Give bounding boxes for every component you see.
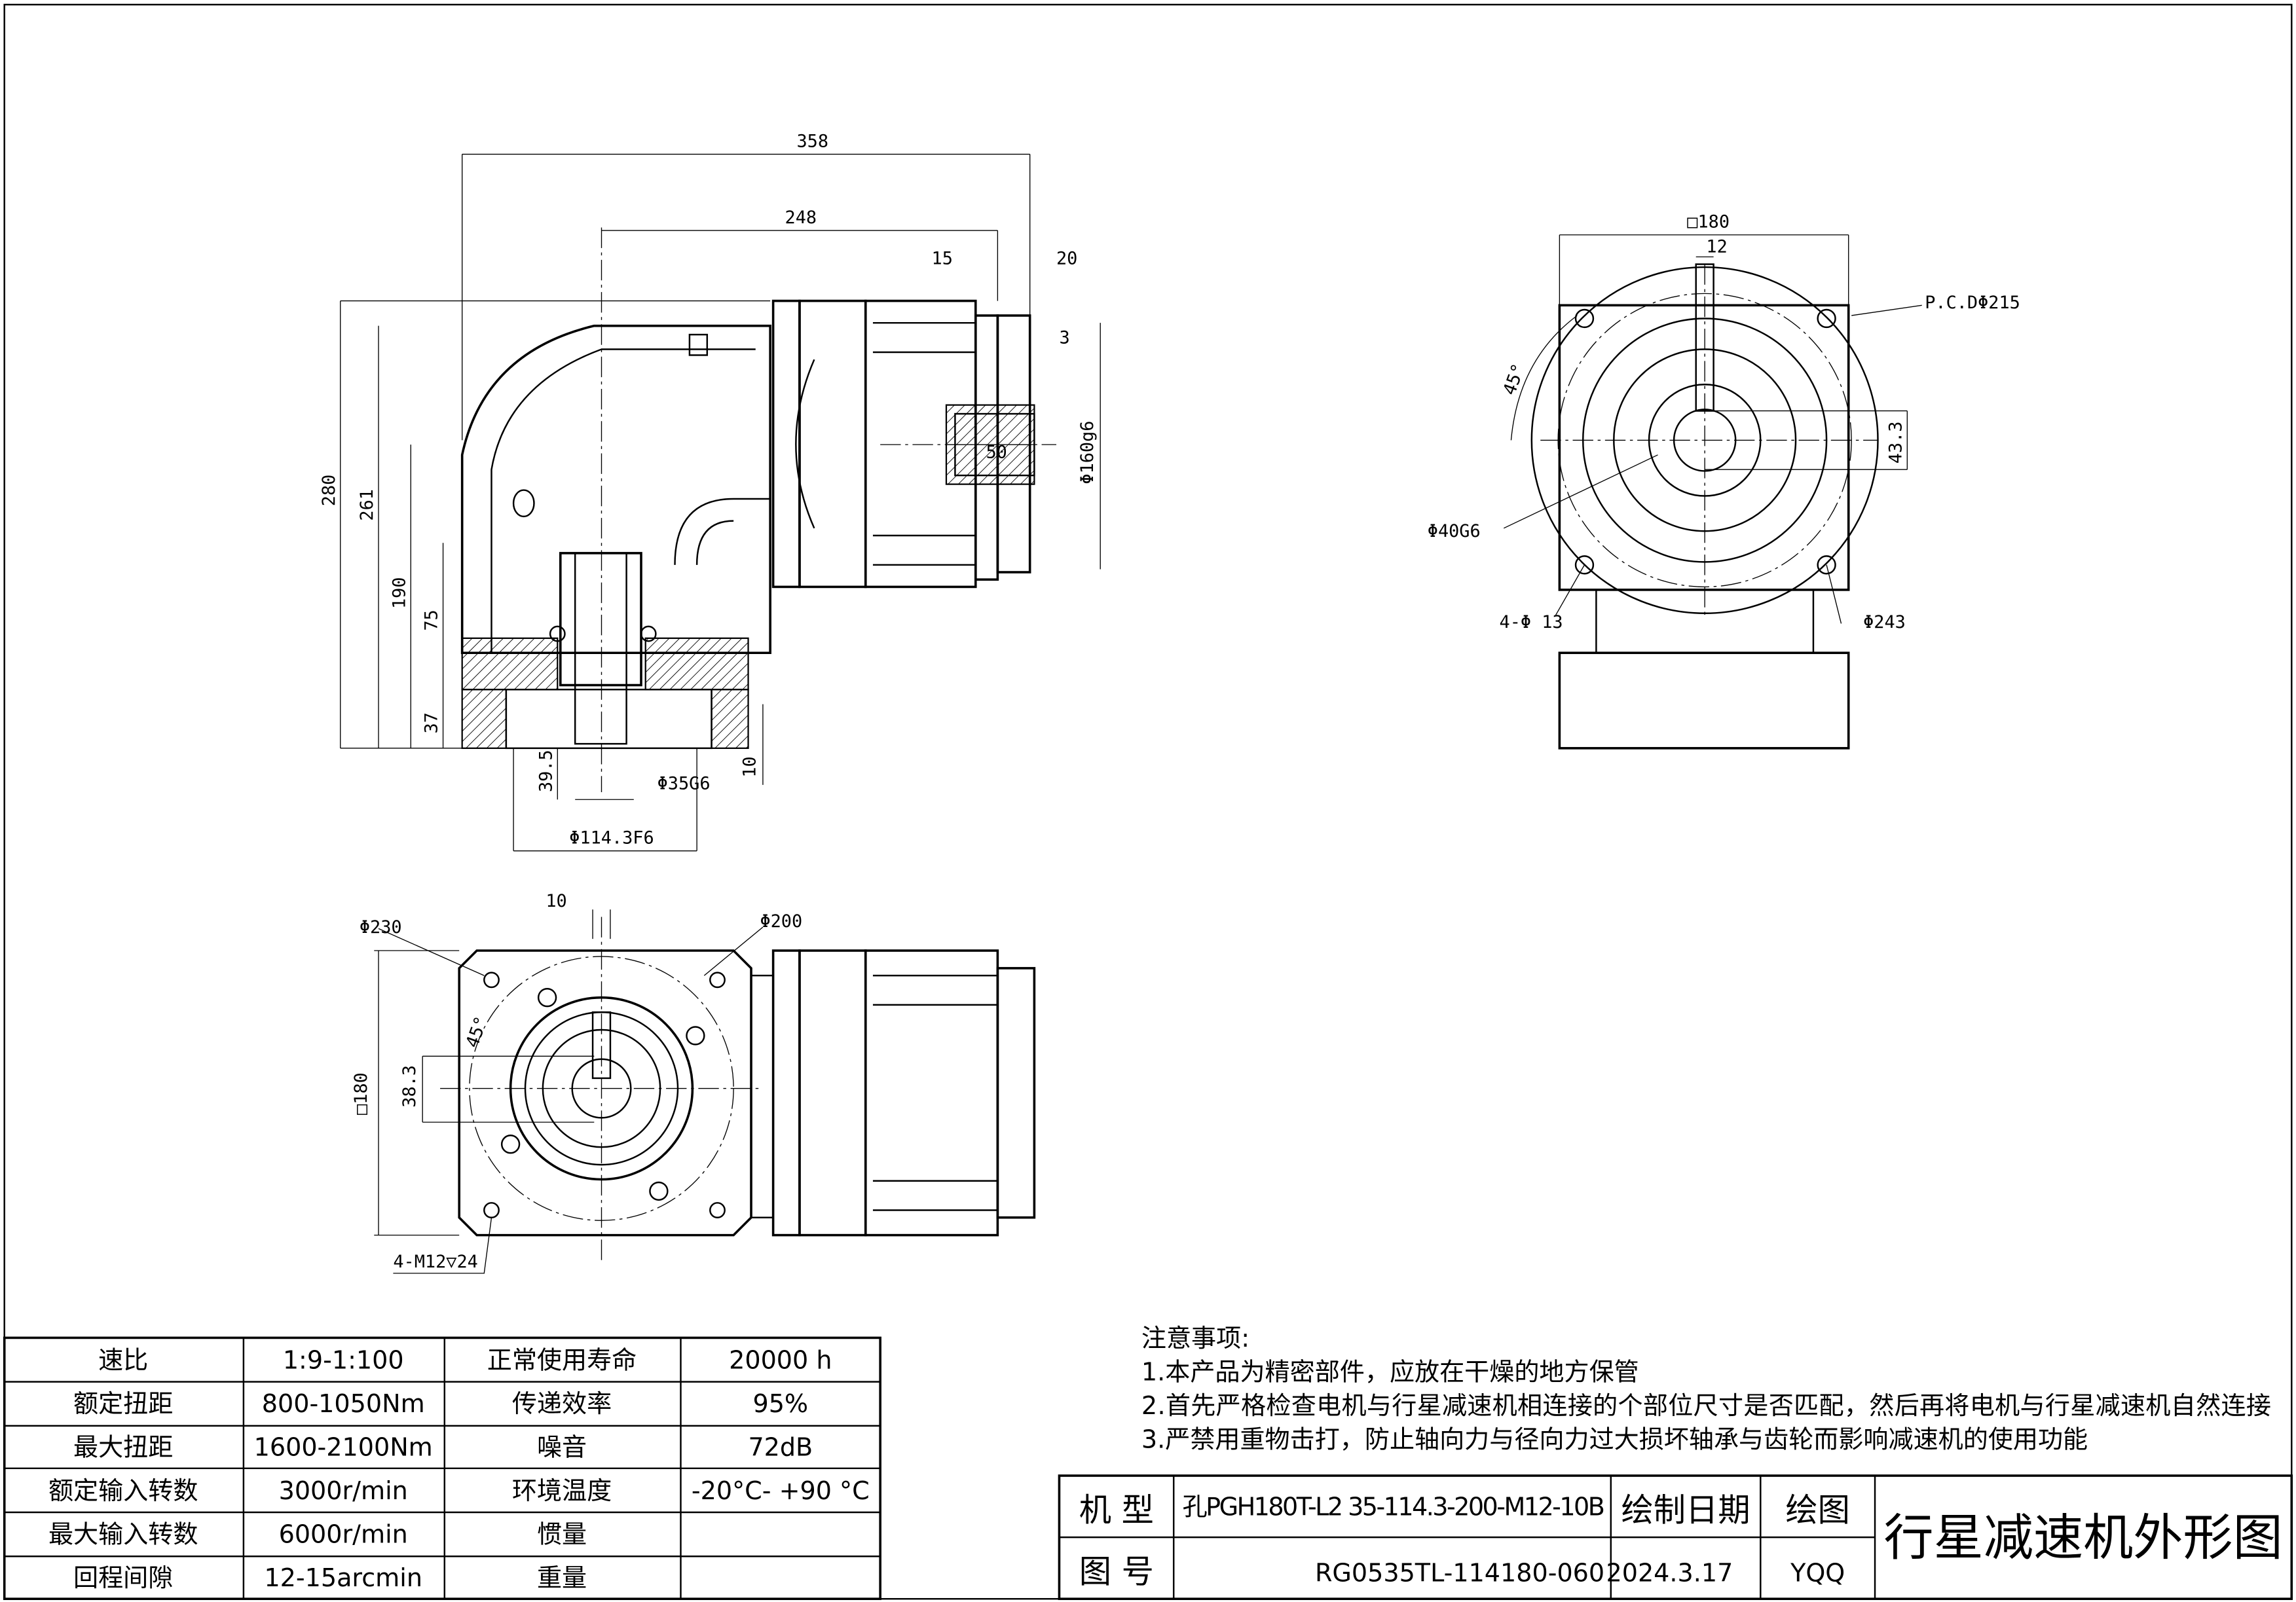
note-1: 1.本产品为精密部件，应放在干燥的地方保管 xyxy=(1141,1357,1639,1386)
dim-358: 358 xyxy=(796,131,828,151)
spec-value: 1600-2100Nm xyxy=(254,1433,433,1462)
dim-280: 280 xyxy=(319,475,339,507)
drawing-title: 行星减速机外形图 xyxy=(1884,1508,2283,1567)
date-value: 2024.3.17 xyxy=(1606,1558,1733,1587)
dim-75: 75 xyxy=(422,610,442,630)
spec-label: 速比 xyxy=(98,1345,148,1374)
dim-4-phi13: 4-Φ 13 xyxy=(1500,612,1563,632)
model-label: 机 型 xyxy=(1079,1491,1154,1529)
dim-38-3: 38.3 xyxy=(399,1065,420,1108)
bottom-view: 10 Φ230 Φ200 45° □180 38.3 4-M12▽24 xyxy=(351,891,1036,1274)
spec-label: 传递效率 xyxy=(512,1389,612,1418)
dim-square-180-bottom: □180 xyxy=(351,1072,371,1115)
notes-heading: 注意事项: xyxy=(1141,1324,1250,1353)
spec-value: 800-1050Nm xyxy=(262,1389,425,1418)
dim-phi160g6: Φ160g6 xyxy=(1077,421,1098,484)
dim-37: 37 xyxy=(422,712,442,733)
title-block: 机 型 孔PGH180T-L2 35-114.3-200-M12-10B 绘制日… xyxy=(1058,1474,2293,1600)
dim-190: 190 xyxy=(389,577,409,609)
dim-3: 3 xyxy=(1059,328,1069,348)
side-view: □180 12 P.C.DΦ215 45° 43.3 Φ40G6 4-Φ 13 … xyxy=(1428,212,2020,750)
housing-outline xyxy=(460,324,771,655)
dim-39-5: 39.5 xyxy=(536,750,556,792)
dim-10-bottom: 10 xyxy=(546,891,566,911)
dim-10: 10 xyxy=(740,756,760,777)
dim-square-180: □180 xyxy=(1687,212,1730,232)
spec-value: 20000 h xyxy=(729,1345,832,1374)
spec-value: 1:9-1:100 xyxy=(283,1345,404,1374)
spec-label: 额定扭距 xyxy=(73,1389,173,1418)
dim-45deg: 45° xyxy=(1499,361,1529,397)
spec-label: 最大输入转数 xyxy=(48,1520,198,1549)
spec-label: 正常使用寿命 xyxy=(487,1345,637,1374)
dim-phi243: Φ243 xyxy=(1863,612,1906,632)
dim-pcd-215: P.C.DΦ215 xyxy=(1925,293,2020,313)
spec-value: -20°C- +90 °C xyxy=(692,1476,870,1505)
model-value: 孔PGH180T-L2 35-114.3-200-M12-10B xyxy=(1183,1493,1605,1521)
dim-50: 50 xyxy=(986,442,1007,462)
spec-value: 12-15arcmin xyxy=(264,1563,422,1592)
spec-label: 惯量 xyxy=(537,1520,587,1549)
drawer-value: YQQ xyxy=(1790,1558,1845,1587)
spec-value: 3000r/min xyxy=(279,1476,408,1505)
drawing-no-label: 图 号 xyxy=(1079,1553,1154,1591)
dim-phi114-3f6: Φ114.3F6 xyxy=(569,828,654,848)
spec-value: 6000r/min xyxy=(279,1520,408,1549)
dim-248: 248 xyxy=(785,208,817,228)
dim-12: 12 xyxy=(1706,237,1727,257)
dim-20: 20 xyxy=(1056,249,1077,269)
note-2: 2.首先严格检查电机与行星减速机相连接的个部位尺寸是否匹配，然后再将电机与行星减… xyxy=(1141,1391,2271,1420)
spec-label: 重量 xyxy=(537,1563,587,1592)
dim-15: 15 xyxy=(932,249,953,269)
spec-label: 额定输入转数 xyxy=(48,1476,198,1505)
spec-label: 环境温度 xyxy=(512,1476,612,1505)
dim-43-3: 43.3 xyxy=(1885,422,1906,464)
dim-phi230: Φ230 xyxy=(360,917,402,938)
spec-value: 95% xyxy=(752,1389,808,1418)
spec-label: 最大扭距 xyxy=(73,1433,173,1462)
dim-phi200: Φ200 xyxy=(760,911,802,932)
date-label: 绘制日期 xyxy=(1621,1491,1750,1529)
spec-label: 噪音 xyxy=(537,1433,587,1462)
note-3: 3.严禁用重物击打，防止轴向力与径向力过大损坏轴承与齿轮而影响减速机的使用功能 xyxy=(1141,1425,2088,1453)
dim-261: 261 xyxy=(357,489,377,521)
notes: 注意事项: 1.本产品为精密部件，应放在干燥的地方保管 2.首先严格检查电机与行… xyxy=(1141,1324,2271,1454)
spec-value: 72dB xyxy=(748,1433,813,1462)
drawing-no-value: RG0535TL-114180-060 xyxy=(1315,1558,1604,1587)
dim-4-m12: 4-M12▽24 xyxy=(393,1252,477,1272)
front-view: 358 248 15 20 3 280 261 190 75 37 50 Φ16… xyxy=(319,131,1101,852)
dim-45deg-bottom: 45° xyxy=(462,1013,492,1050)
drawer-label: 绘图 xyxy=(1785,1491,1850,1529)
dim-phi40g6: Φ40G6 xyxy=(1428,521,1481,541)
dim-phi35g6: Φ35G6 xyxy=(657,774,711,794)
spec-table: 速比 1:9-1:100 正常使用寿命 20000 h 额定扭距 800-1050Nm 传递… xyxy=(3,1336,881,1600)
spec-label: 回程间隙 xyxy=(73,1563,173,1592)
